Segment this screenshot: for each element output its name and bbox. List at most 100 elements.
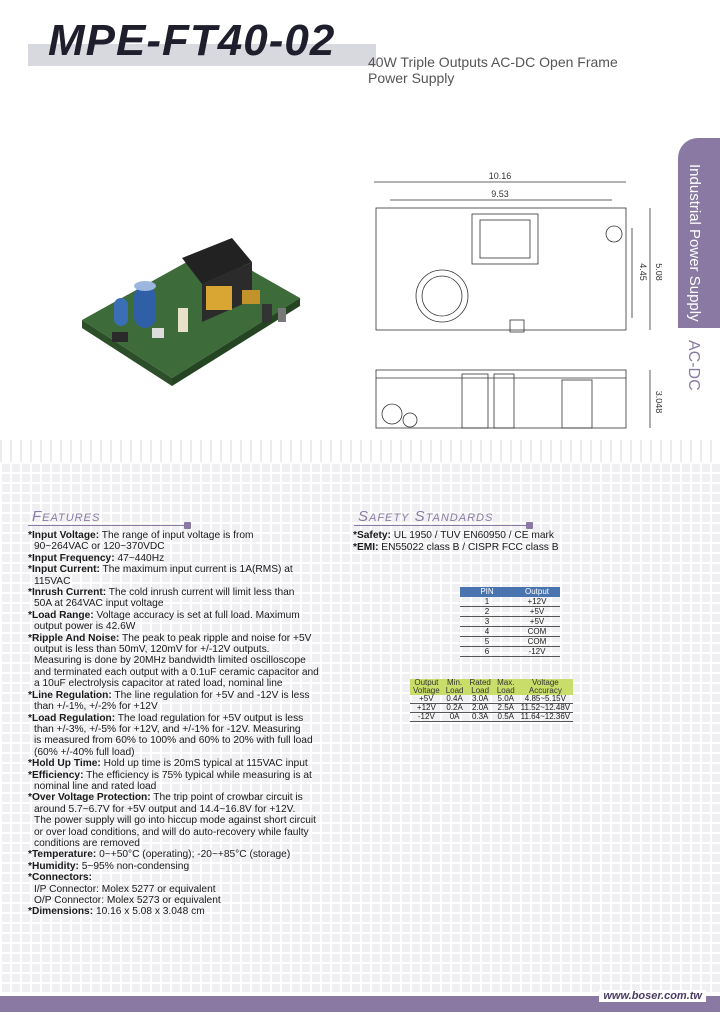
feature-continuation: output is less than 50mV, 120mV for +/-1… bbox=[34, 644, 270, 656]
feature-continuation: O/P Connector: Molex 5273 or equivalent bbox=[34, 895, 221, 906]
output-cell: 0A bbox=[442, 712, 467, 722]
output-cell: 4.85~5.15V bbox=[517, 695, 574, 704]
output-header-line: Max. bbox=[497, 678, 515, 687]
feature-text: 10.16 x 5.08 x 3.048 cm bbox=[93, 906, 205, 918]
dim-width-inner: 4.45 bbox=[638, 263, 648, 281]
pin-number: 3 bbox=[460, 616, 514, 627]
feature-item: *Temperature: 0~+50°C (operating); -20~+… bbox=[28, 849, 350, 860]
feature-continuation: a 10uF electrolysis capacitor at rated l… bbox=[34, 678, 283, 690]
category-tab: Industrial Power Supply bbox=[678, 138, 720, 328]
footer-bar bbox=[0, 996, 720, 1012]
pin-row: 2+5V bbox=[460, 606, 560, 617]
pin-row: 3+5V bbox=[460, 616, 560, 627]
pin-output: -12V bbox=[514, 646, 560, 657]
type-label: AC-DC bbox=[685, 340, 702, 391]
pin-number: 5 bbox=[460, 636, 514, 647]
feature-continuation: 90~264VAC or 120~370VDC bbox=[34, 541, 165, 553]
model-title: MPE-FT40-02 bbox=[48, 16, 336, 65]
features-list: *Input Voltage: The range of input volta… bbox=[28, 530, 350, 918]
pin-output: +5V bbox=[514, 616, 560, 627]
output-cell: 3.0A bbox=[466, 695, 494, 704]
feature-label: *Connectors: bbox=[28, 872, 92, 884]
transformer-shape bbox=[206, 286, 232, 310]
output-header-line: Accuracy bbox=[528, 686, 562, 695]
output-header-line: Rated bbox=[469, 678, 491, 687]
feature-label: *Load Range: bbox=[28, 609, 94, 621]
feature-label: *Load Regulation: bbox=[28, 712, 116, 724]
title-underlay bbox=[28, 44, 376, 66]
feature-text: The range of input voltage is from bbox=[99, 530, 254, 541]
pin-number: 4 bbox=[460, 626, 514, 637]
feature-item: *Efficiency: The efficiency is 75% typic… bbox=[28, 770, 350, 781]
features-title: Features bbox=[32, 508, 101, 525]
band-fade bbox=[0, 440, 720, 464]
pin-output: COM bbox=[514, 636, 560, 647]
feature-item: *Input Frequency: 47~440Hz bbox=[28, 553, 350, 564]
feature-text: The line regulation for +5V and -12V is … bbox=[111, 689, 310, 701]
footer-url[interactable]: www.boser.com.tw bbox=[599, 990, 706, 1002]
feature-continuation: or over load conditions, and will do aut… bbox=[34, 826, 309, 838]
feature-item: *Humidity: 5~95% non-condensing bbox=[28, 861, 350, 872]
feature-item: *Input Voltage: The range of input volta… bbox=[28, 530, 350, 541]
feature-item: *Line Regulation: The line regulation fo… bbox=[28, 690, 350, 701]
feature-item: *Input Current: The maximum input curren… bbox=[28, 564, 350, 575]
feature-item: *Dimensions: 10.16 x 5.08 x 3.048 cm bbox=[28, 906, 350, 917]
feature-item: *Connectors: bbox=[28, 872, 350, 883]
feature-text: 0~+50°C (operating); -20~+85°C (storage) bbox=[96, 849, 291, 861]
feature-text: 47~440Hz bbox=[114, 552, 165, 564]
output-cell: +5V bbox=[410, 695, 443, 704]
category-label: Industrial Power Supply bbox=[686, 164, 703, 322]
feature-continuation: conditions are removed bbox=[34, 837, 140, 849]
feature-continuation: around 5.7~6.7V for +5V output and 14.4~… bbox=[34, 803, 296, 815]
feature-label: *Hold Up Time: bbox=[28, 758, 101, 770]
feature-item: *Load Range: Voltage accuracy is set at … bbox=[28, 610, 350, 621]
output-cell: 5.0A bbox=[493, 695, 518, 704]
pin-output: +12V bbox=[514, 596, 560, 607]
pin-row: 6-12V bbox=[460, 646, 560, 657]
pin-output: COM bbox=[514, 626, 560, 637]
output-cell: 0.4A bbox=[442, 695, 467, 704]
feature-continuation: The power supply will go into hiccup mod… bbox=[34, 815, 316, 827]
pin-output: +5V bbox=[514, 606, 560, 617]
feature-label: *Over Voltage Protection: bbox=[28, 792, 151, 804]
feature-text: Voltage accuracy is set at full load. Ma… bbox=[93, 609, 300, 621]
feature-label: *Efficiency: bbox=[28, 769, 84, 781]
output-cell: 0.5A bbox=[493, 712, 518, 722]
feature-label: *Input Voltage: bbox=[28, 530, 100, 541]
dim-height: 3.048 bbox=[654, 391, 662, 414]
feature-continuation: nominal line and rated load bbox=[34, 780, 157, 792]
output-cell: 0.3A bbox=[466, 712, 494, 722]
subtitle-line-2: Power Supply bbox=[368, 70, 455, 86]
output-cell: 0.2A bbox=[442, 703, 467, 713]
feature-text: Hold up time is 20mS typical at 115VAC i… bbox=[100, 758, 308, 770]
output-header-line: Voltage bbox=[532, 678, 559, 687]
dim-inner: 9.53 bbox=[491, 189, 509, 199]
grid-background bbox=[0, 462, 720, 992]
pin-row: 1+12V bbox=[460, 596, 560, 607]
product-photo bbox=[82, 228, 302, 393]
safety-rule-dot bbox=[526, 522, 533, 529]
capacitor-shape bbox=[134, 286, 156, 328]
features-rule bbox=[28, 525, 188, 526]
safety-line: *Safety: UL 1950 / TUV EN60950 / CE mark bbox=[353, 530, 555, 541]
feature-item: *Load Regulation: The load regulation fo… bbox=[28, 713, 350, 724]
feature-continuation: than +/-1%, +/-2% for +12V bbox=[34, 701, 158, 713]
feature-label: *Input Current: bbox=[28, 564, 100, 576]
safety-list: *Safety: UL 1950 / TUV EN60950 / CE mark… bbox=[353, 530, 653, 553]
feature-text: 5~95% non-condensing bbox=[78, 860, 190, 872]
output-cell: 2.0A bbox=[466, 703, 494, 713]
feature-text: The peak to peak ripple and noise for +5… bbox=[119, 632, 312, 644]
feature-text: The trip point of crowbar circuit is bbox=[150, 792, 303, 804]
product-subtitle: 40W Triple Outputs AC-DC Open Frame Powe… bbox=[368, 54, 618, 86]
feature-label: *Temperature: bbox=[28, 849, 97, 861]
output-cell: 11.52~12.48V bbox=[517, 703, 574, 713]
safety-rule bbox=[354, 525, 530, 526]
feature-continuation: 50A at 264VAC input voltage bbox=[34, 598, 164, 610]
